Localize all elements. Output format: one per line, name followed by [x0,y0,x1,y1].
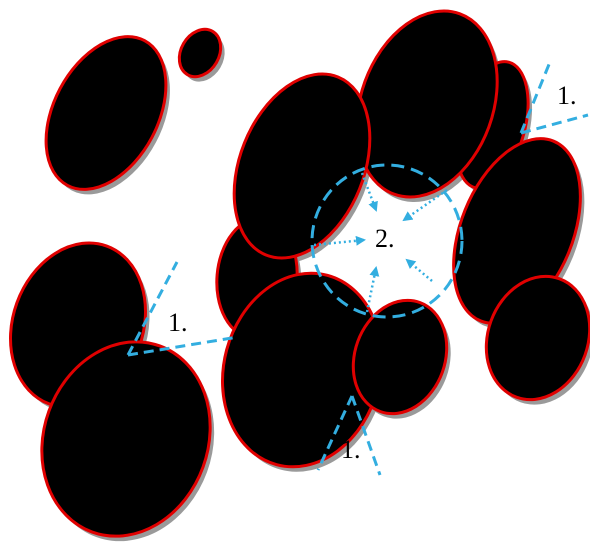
arrow-right [407,260,432,281]
label-gap-left: 1. [168,308,188,337]
label-pore-center: 2. [375,224,395,253]
label-gap-top-right: 1. [557,81,577,110]
particle [171,22,229,84]
label-gap-bottom: 1. [341,435,361,464]
arrow-bottom [367,268,376,312]
